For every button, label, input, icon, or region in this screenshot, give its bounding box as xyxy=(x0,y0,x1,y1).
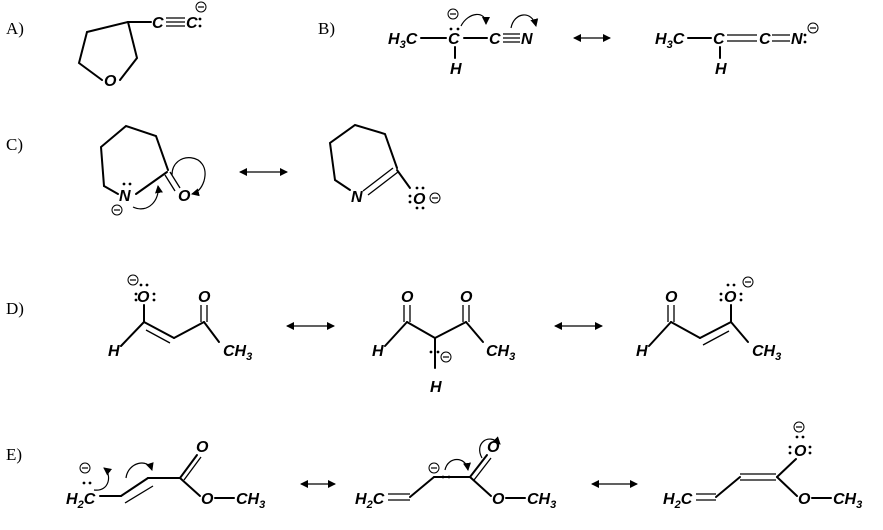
structure-b-left: H3C C H C N xyxy=(388,8,539,78)
atom-c: C xyxy=(186,15,198,32)
atom-o: O xyxy=(196,439,209,456)
atom-h2c: H2C xyxy=(663,491,693,511)
atom-o: O xyxy=(201,491,214,508)
negative-charge xyxy=(793,421,805,433)
label-b: B) xyxy=(318,19,335,38)
structure-d-left: H O O CH3 xyxy=(108,274,252,363)
label-a: A) xyxy=(6,19,24,38)
atom-o: O xyxy=(178,188,191,205)
negative-charge xyxy=(429,192,441,204)
atom-o: O xyxy=(104,73,117,90)
label-d: D) xyxy=(6,299,24,318)
atom-c: C xyxy=(152,15,164,32)
atom-ch3: CH3 xyxy=(236,491,265,511)
atom-o: O xyxy=(724,289,737,306)
negative-charge xyxy=(428,462,440,474)
atom-n: N xyxy=(119,188,131,205)
curved-arrow xyxy=(444,458,471,471)
negative-charge xyxy=(742,276,754,288)
atom-h: H xyxy=(715,61,727,78)
atom-ch3: CH3 xyxy=(486,343,515,363)
atom-ch3: CH3 xyxy=(833,491,862,511)
atom-ch3: CH3 xyxy=(752,343,781,363)
curved-arrow xyxy=(171,157,206,197)
atom-o: O xyxy=(794,443,807,460)
atom-n: N xyxy=(791,31,803,48)
atom-n: N xyxy=(521,31,533,48)
atom-ch3: CH3 xyxy=(527,491,556,511)
label-c: C) xyxy=(6,135,23,154)
curved-arrow xyxy=(510,14,539,29)
curved-arrow xyxy=(132,185,163,210)
atom-o: O xyxy=(413,191,426,208)
structure-e-right: H2C O O CH3 xyxy=(663,421,862,511)
structure-c-left: N O xyxy=(99,124,206,216)
curved-arrow xyxy=(125,462,154,479)
structure-a: O C C xyxy=(77,1,207,90)
curved-arrow xyxy=(479,436,501,459)
atom-c: C xyxy=(713,31,725,48)
structure-e-middle: H2C O O CH3 xyxy=(355,436,556,511)
atom-o: O xyxy=(137,289,150,306)
atom-c: C xyxy=(759,31,771,48)
atom-h: H xyxy=(372,343,384,360)
atom-o: O xyxy=(798,491,811,508)
structure-c-right: N O xyxy=(328,123,441,210)
structure-b-right: H3C C H C N xyxy=(655,22,819,78)
structure-d-middle: H O O CH3 H xyxy=(372,289,515,396)
curved-arrow xyxy=(460,13,490,27)
atom-h2c: H2C xyxy=(66,491,96,511)
atom-h3c: H3C xyxy=(388,31,418,51)
atom-h: H xyxy=(108,343,120,360)
structure-d-right: H O O CH3 xyxy=(636,276,781,363)
negative-charge xyxy=(807,22,819,34)
atom-n: N xyxy=(351,189,363,206)
curved-arrow xyxy=(93,467,112,491)
negative-charge xyxy=(127,274,139,286)
atom-o: O xyxy=(492,491,505,508)
atom-c: C xyxy=(448,31,460,48)
atom-h: H xyxy=(450,61,462,78)
negative-charge xyxy=(195,1,207,13)
atom-o: O xyxy=(401,289,414,306)
atom-c: C xyxy=(489,31,501,48)
negative-charge xyxy=(111,204,123,216)
atom-h2c: H2C xyxy=(355,491,385,511)
atom-h: H xyxy=(636,343,648,360)
negative-charge xyxy=(447,8,459,20)
atom-h3c: H3C xyxy=(655,31,685,51)
atom-o: O xyxy=(460,289,473,306)
atom-o: O xyxy=(198,289,211,306)
label-e: E) xyxy=(6,445,22,464)
negative-charge xyxy=(79,462,91,474)
structure-e-left: H2C O O CH3 xyxy=(66,439,265,511)
atom-ch3: CH3 xyxy=(223,343,252,363)
atom-o: O xyxy=(665,289,678,306)
atom-h: H xyxy=(430,379,442,396)
negative-charge xyxy=(440,351,452,363)
